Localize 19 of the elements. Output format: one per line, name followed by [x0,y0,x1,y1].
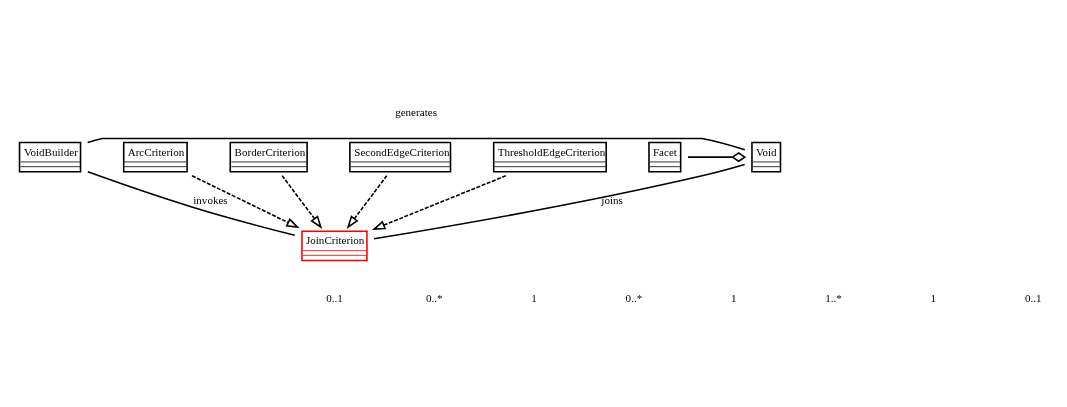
label: 1 [531,291,537,304]
label: 1 [930,291,937,304]
label: 1..* [825,291,842,304]
connector [373,163,746,240]
edge-label: generates [395,105,437,118]
arrow [346,175,388,229]
label: 0..1 [326,291,343,304]
arrow [371,175,507,230]
label: 0..1 [1024,291,1042,304]
connector [86,137,746,151]
edge-label: joins [601,194,623,207]
arrow [191,175,300,229]
edge-label: invokes [193,194,228,207]
connector [687,152,747,163]
label: 0..* [625,291,643,304]
label: 0..* [425,291,443,304]
label: 1 [730,291,737,304]
arrow [281,175,323,229]
connector [87,171,296,237]
